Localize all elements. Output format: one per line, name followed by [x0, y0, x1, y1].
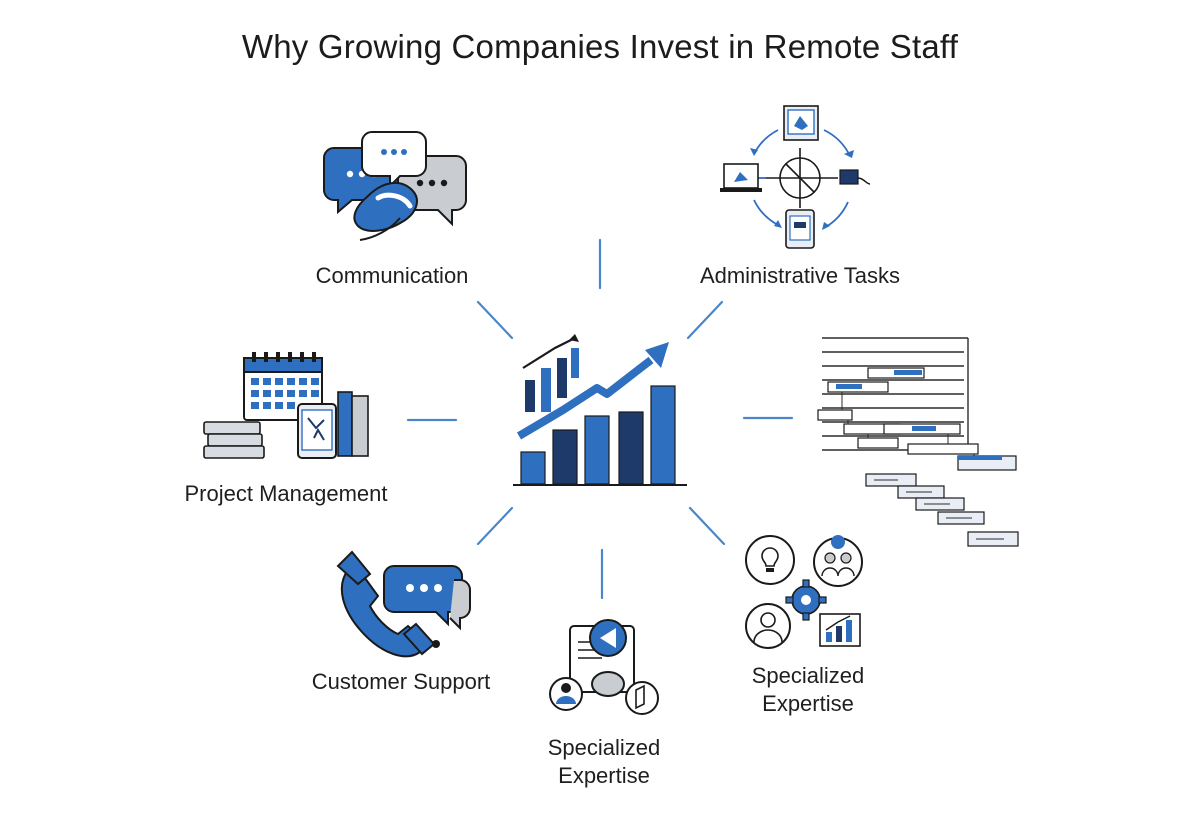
growth-chart-icon: [505, 330, 695, 495]
label-communication: Communication: [315, 263, 469, 288]
connector-bottom-right: [688, 506, 726, 546]
label-line-expertise: Expertise: [558, 763, 650, 788]
label-specialized-expertise-right: Specialized Expertise: [708, 662, 908, 718]
label-project-management: Project Management: [184, 481, 388, 506]
video-collaboration-icon: [546, 616, 666, 720]
calendar-books-tablet-icon: [203, 352, 374, 462]
chat-bubbles-handshake-icon: [322, 128, 472, 250]
experts-gear-icon: [742, 534, 872, 654]
connector-top-left: [476, 300, 514, 340]
gantt-chart-icon: [808, 332, 1032, 556]
label-line-specialized: Specialized: [547, 735, 661, 760]
connector-bottom-left: [476, 506, 514, 546]
label-line-specialized: Specialized: [751, 663, 865, 688]
phone-chat-icon: [334, 548, 474, 658]
diagram-title: Why Growing Companies Invest in Remote S…: [241, 28, 959, 65]
label-administrative-tasks: Administrative Tasks: [699, 263, 901, 288]
label-customer-support: Customer Support: [311, 669, 491, 694]
workflow-devices-icon: [720, 104, 880, 254]
label-specialized-expertise-bottom: Specialized Expertise: [504, 734, 704, 790]
label-line-expertise: Expertise: [762, 691, 854, 716]
connector-top-right: [686, 300, 724, 340]
